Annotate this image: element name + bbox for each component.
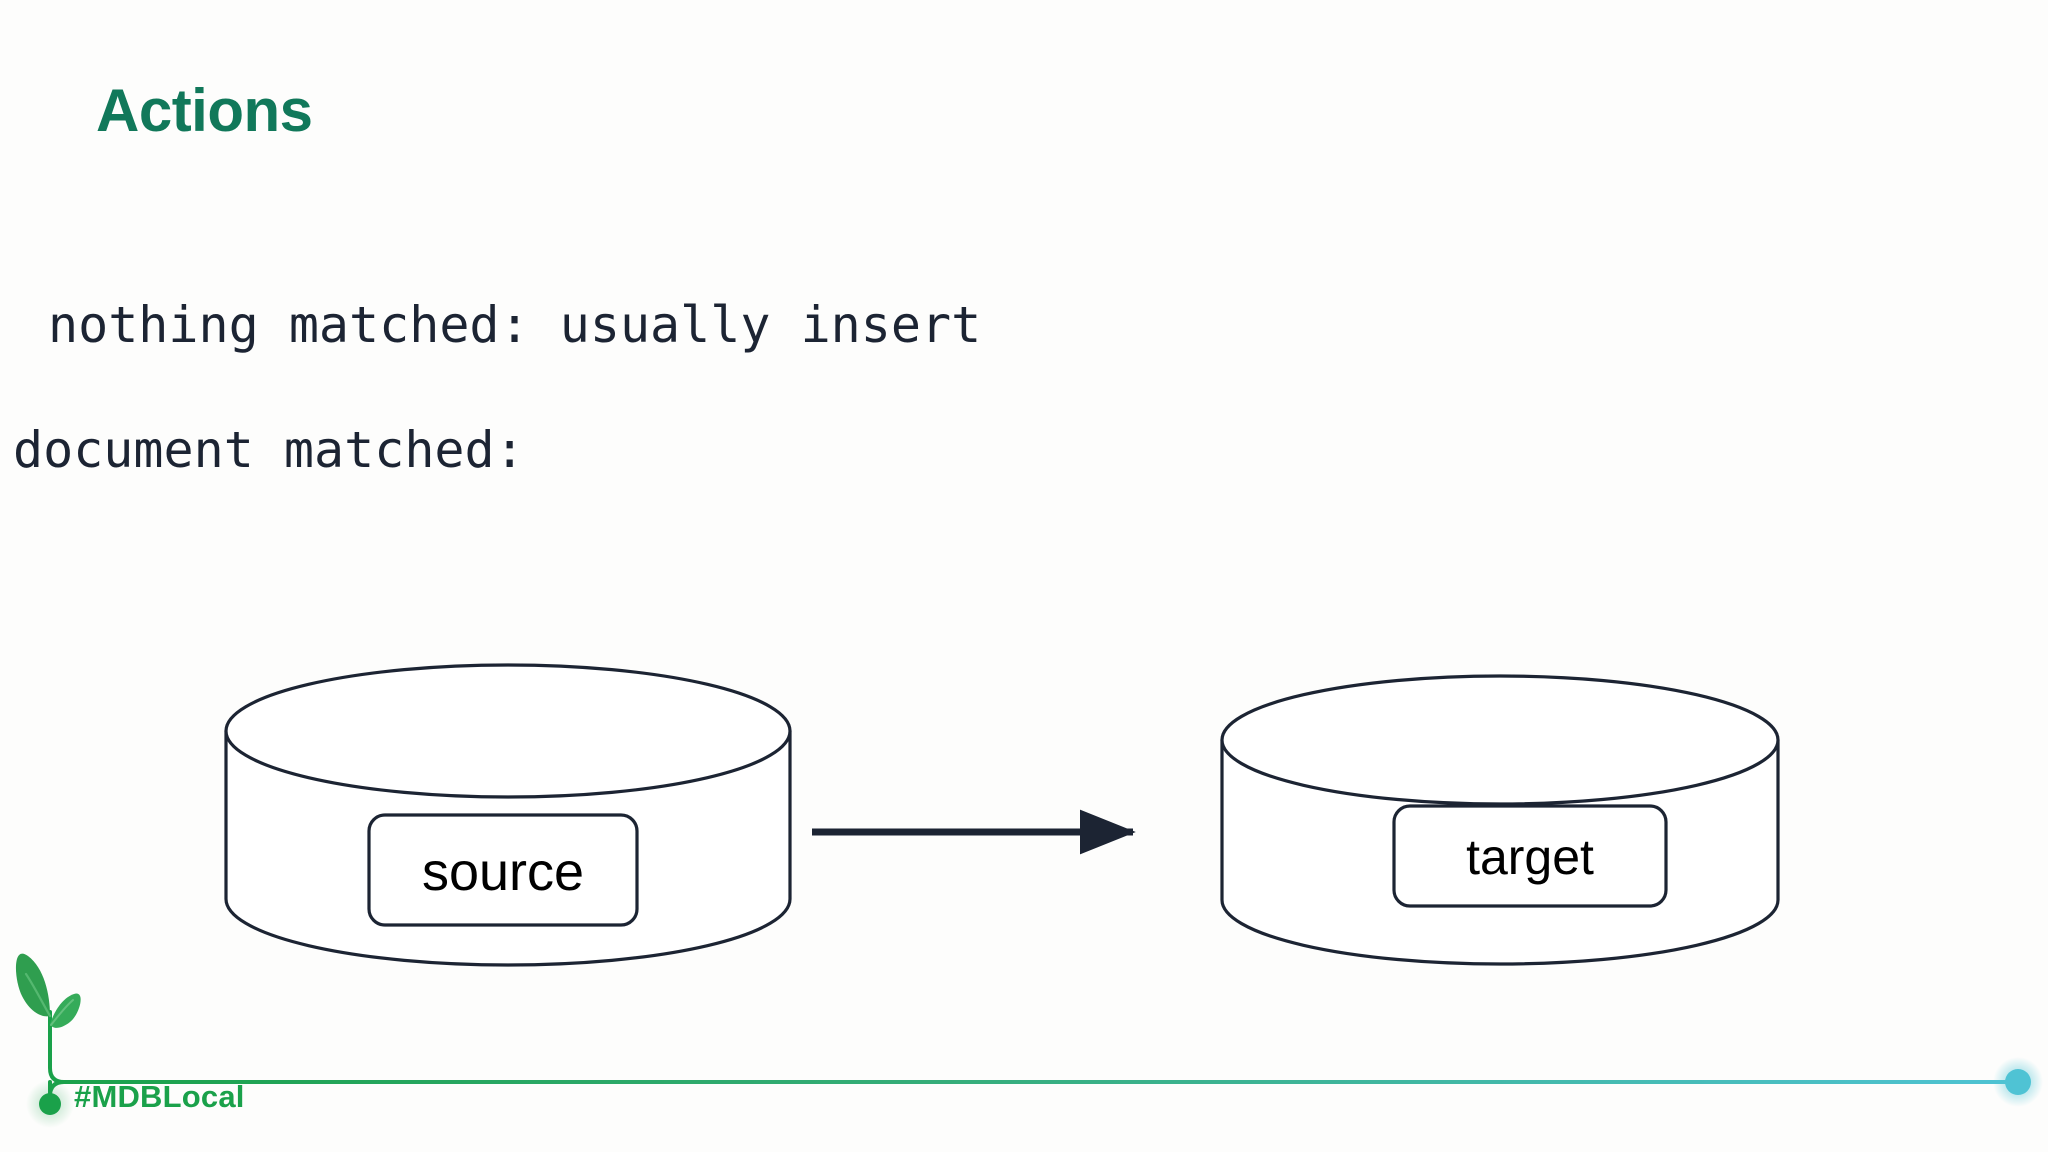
target-cylinder-body	[1220, 738, 1780, 966]
sprout-icon	[15, 953, 81, 1028]
target-database-cylinder	[1220, 674, 1780, 966]
source-cylinder-body	[224, 729, 792, 967]
vine-bend	[48, 1080, 66, 1098]
sprout-leaf-left-vein	[24, 972, 52, 1018]
page-title: Actions	[96, 77, 313, 144]
source-label-box: source	[367, 813, 639, 927]
vine-start-dot-halo	[26, 1080, 74, 1128]
footer-hashtag-label: #MDBLocal	[74, 1079, 245, 1114]
source-database-cylinder	[224, 663, 792, 967]
body-line-document-matched: document matched:	[13, 421, 525, 479]
body-line-nothing-matched: nothing matched: usually insert	[48, 296, 982, 354]
source-label-rect	[367, 813, 639, 927]
target-label-box: target	[1392, 804, 1668, 908]
target-cylinder-top	[1220, 674, 1780, 806]
source-label-text: source	[422, 842, 584, 902]
sprout-leaf-right	[50, 993, 81, 1028]
vine-end-dot-halo	[1993, 1057, 2043, 1107]
sprout-leaf-left	[15, 953, 50, 1017]
source-cylinder-top	[224, 663, 792, 799]
target-label-rect	[1392, 804, 1668, 908]
vine-start-dot	[39, 1093, 61, 1115]
vine-end-dot	[2005, 1069, 2031, 1095]
vine-line	[48, 1010, 2022, 1084]
sprout-leaf-right-vein	[50, 999, 74, 1026]
target-label-text: target	[1466, 829, 1594, 885]
